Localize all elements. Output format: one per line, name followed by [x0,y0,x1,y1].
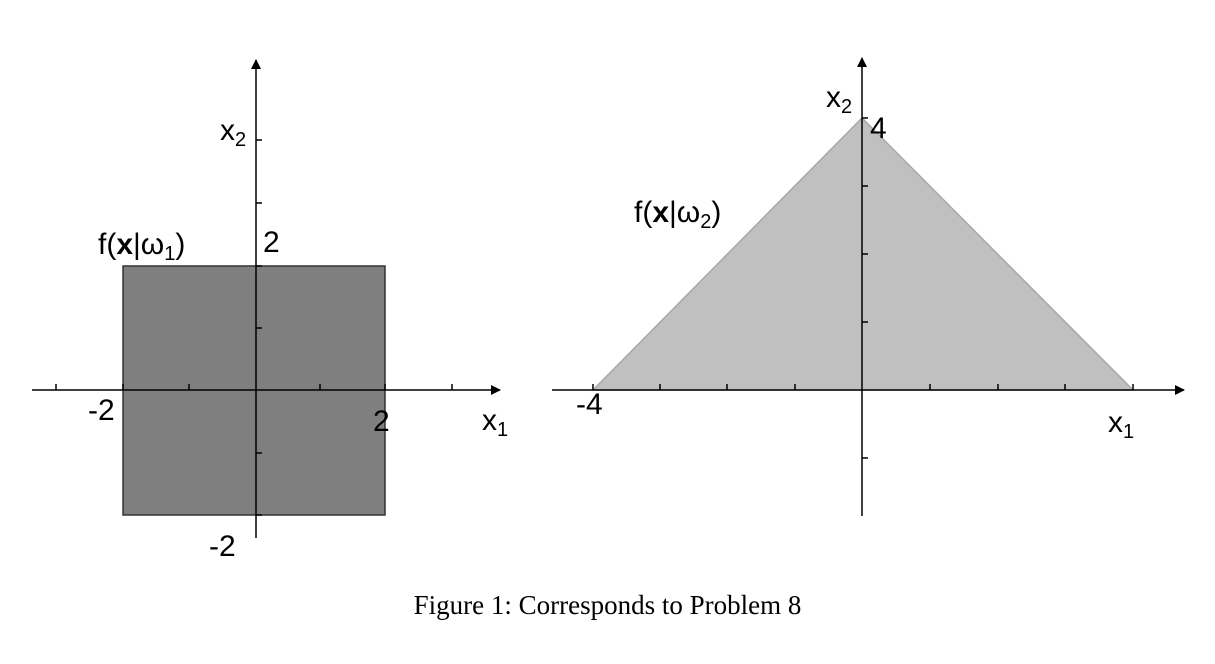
left-x-ticks [55,384,453,390]
right-y-ticks [862,117,868,459]
right-panel: x2 x1 f(x|ω2) 4 -4 [552,57,1185,516]
left-y-axis-label: x2 [220,114,246,151]
right-x-axis-label: x1 [1108,406,1134,443]
right-tick-label-x-neg: -4 [576,388,603,421]
left-panel: x2 x1 f(x|ω1) 2 -2 2 -2 [32,59,508,563]
left-tick-label-x-neg: -2 [88,394,115,427]
figure-caption: Figure 1: Corresponds to Problem 8 [413,590,802,620]
right-density-label: f(x|ω2) [634,196,721,233]
left-tick-label-y-pos: 2 [263,226,280,259]
left-x-axis-label: x1 [482,404,508,441]
left-density-label: f(x|ω1) [98,228,185,265]
left-y-ticks [256,139,262,516]
right-y-axis-label: x2 [826,81,852,118]
left-tick-label-x-pos: 2 [373,405,390,438]
right-x-ticks [592,384,1134,390]
left-tick-label-y-neg: -2 [209,530,236,563]
right-tick-label-y-pos: 4 [870,112,887,145]
